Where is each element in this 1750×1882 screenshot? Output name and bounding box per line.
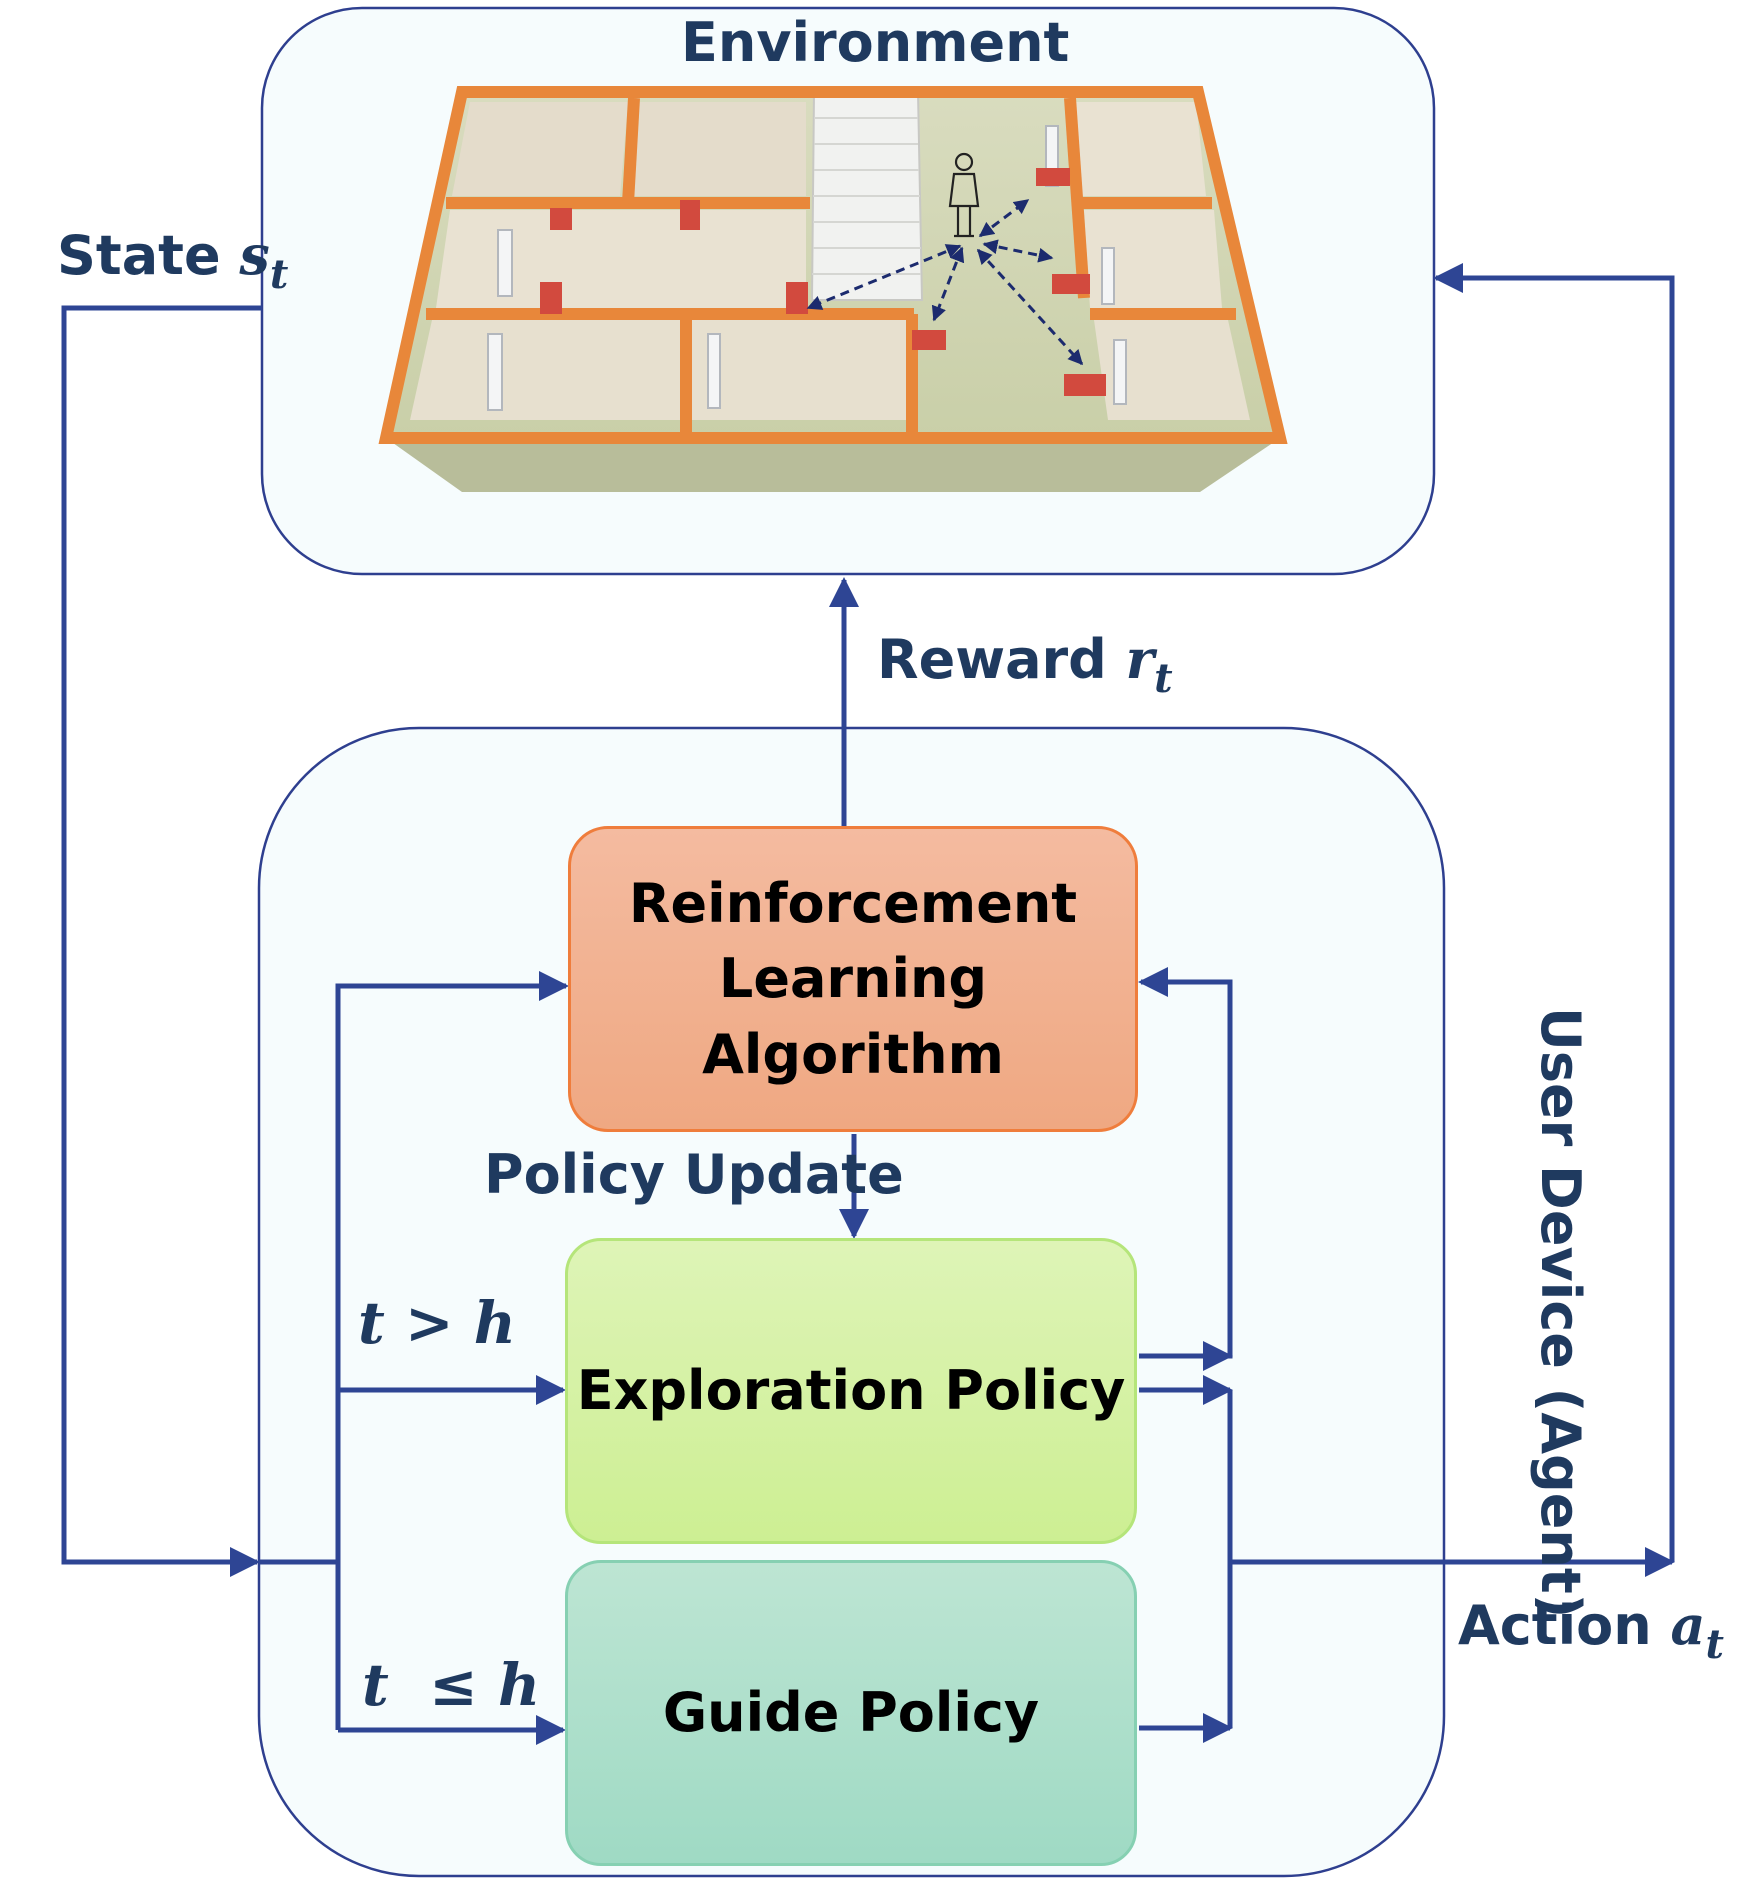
- sensor-beacon: [680, 200, 700, 230]
- exploration-policy-label: Exploration Policy: [576, 1359, 1126, 1423]
- room-interior: [410, 320, 680, 420]
- state-label: State st: [57, 228, 288, 295]
- rl-line-3: Algorithm: [702, 1022, 1004, 1086]
- action-label-text: Action: [1458, 1594, 1652, 1657]
- reward-subscript: t: [1154, 655, 1173, 702]
- room-interior: [452, 102, 628, 196]
- sensor-beacon: [540, 282, 562, 314]
- room-interior: [1070, 102, 1206, 196]
- action-variable: a: [1670, 1593, 1706, 1657]
- room-interior: [628, 102, 806, 196]
- exploration-policy-box: Exploration Policy: [565, 1238, 1137, 1544]
- sensor-beacon: [786, 282, 808, 314]
- state-label-text: State: [57, 224, 221, 287]
- condition-guide: t ≤ h: [362, 1651, 541, 1719]
- policy-update-label: Policy Update: [484, 1143, 904, 1206]
- rl-algorithm-box: Reinforcement Learning Algorithm: [568, 826, 1138, 1132]
- sensor-beacon: [1064, 374, 1106, 396]
- state-variable: s: [239, 223, 270, 287]
- room-interior: [436, 210, 806, 308]
- condition-exploration: t > h: [358, 1289, 516, 1357]
- walls: [378, 86, 1288, 444]
- reward-label: Reward rt: [877, 632, 1173, 699]
- state-arrow: [61, 305, 262, 1577]
- signal-links: [806, 198, 1084, 366]
- action-label: Action at: [1458, 1598, 1724, 1665]
- room-interior: [692, 320, 906, 420]
- doors: [487, 125, 1127, 411]
- room-interior: [1084, 210, 1222, 308]
- action-loop-arrow: [1433, 263, 1675, 1562]
- sensor-beacon: [1052, 274, 1090, 294]
- reward-variable: r: [1125, 627, 1155, 691]
- guide-policy-label: Guide Policy: [662, 1681, 1040, 1745]
- guide-policy-box: Guide Policy: [565, 1560, 1137, 1866]
- floorplan-base: [386, 438, 1280, 492]
- room-interior: [1094, 320, 1250, 420]
- state-subscript: t: [269, 251, 289, 298]
- rl-line-1: Reinforcement: [628, 871, 1078, 935]
- rl-line-2: Learning: [718, 947, 988, 1011]
- floorplan-illustration: [378, 86, 1288, 492]
- sensor-beacon: [912, 330, 946, 350]
- sensor-beacon: [1036, 168, 1070, 186]
- reward-label-text: Reward: [877, 628, 1107, 691]
- action-subscript: t: [1705, 1621, 1724, 1668]
- arrows: [61, 263, 1675, 1745]
- feed-to-rl: [335, 971, 569, 1730]
- environment-title: Environment: [681, 11, 1070, 74]
- person-icon: [948, 152, 980, 238]
- sensor-beacon: [550, 208, 572, 230]
- agent-title: User Device (Agent): [1529, 1007, 1592, 1619]
